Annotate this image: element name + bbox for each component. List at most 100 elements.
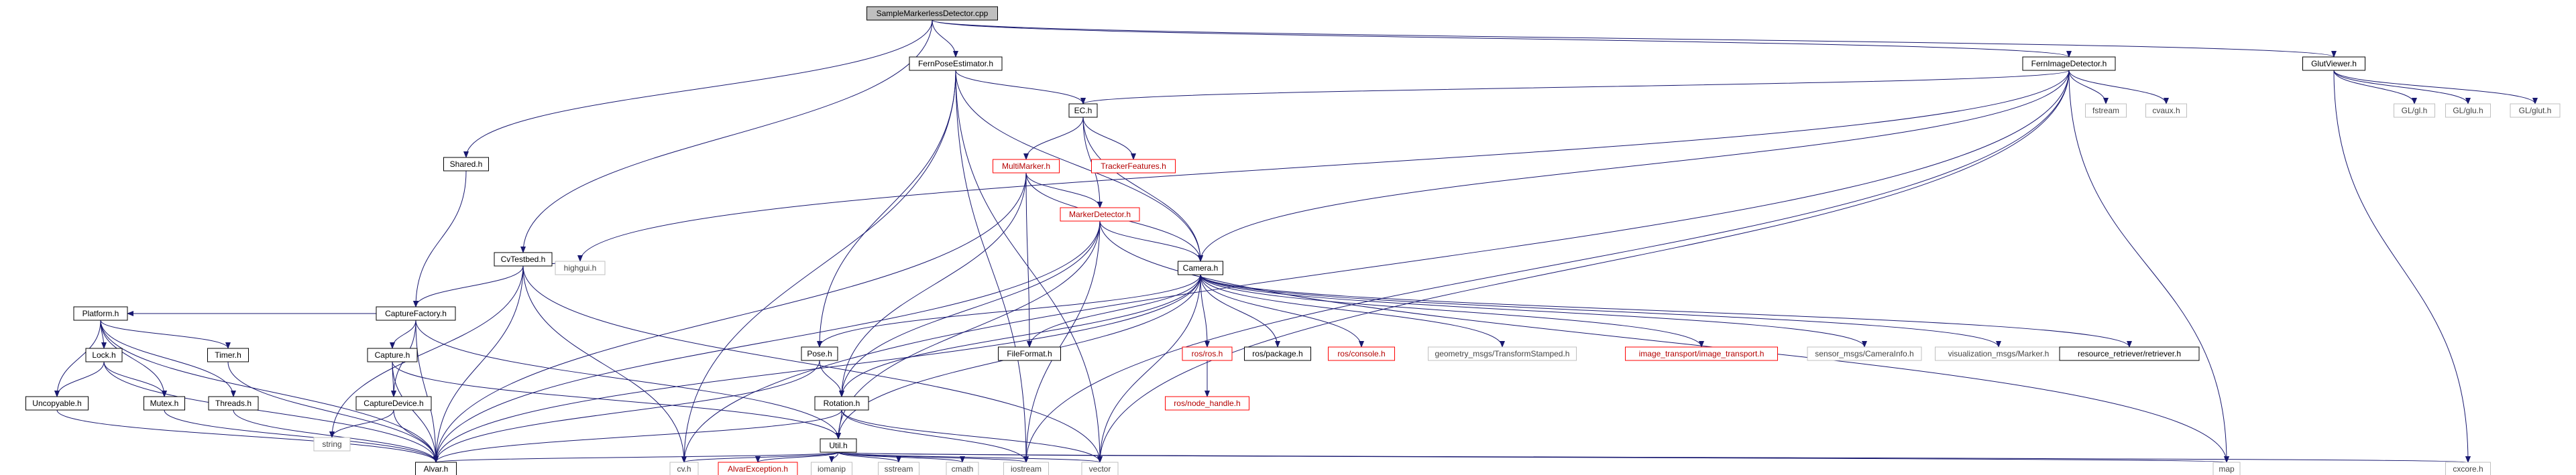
node-lock[interactable]: Lock.h: [85, 348, 123, 362]
node-uncop[interactable]: Uncopyable.h: [25, 396, 89, 411]
node-box: [1068, 103, 1098, 118]
edge-capdev-to-string: [329, 409, 394, 438]
edge-cam-to-ff: [1027, 274, 1201, 348]
node-label: Threads.h: [215, 399, 251, 408]
node-glut[interactable]: GlutViewer.h: [2302, 56, 2365, 71]
node-imgtr[interactable]: image_transport/image_transport.h: [1625, 346, 1778, 361]
node-box: [1060, 207, 1140, 222]
node-md[interactable]: MarkerDetector.h: [1060, 207, 1140, 222]
node-label: iostream: [1011, 464, 1042, 474]
edge-rot-to-vector: [841, 409, 1103, 463]
node-box: [1165, 396, 1249, 411]
node-threads[interactable]: Threads.h: [208, 396, 259, 411]
node-label: Alvar.h: [424, 464, 449, 474]
node-box: [376, 306, 456, 321]
node-label: Capture.h: [375, 350, 410, 360]
node-label: sensor_msgs/CameraInfo.h: [1815, 349, 1913, 358]
node-cvtb[interactable]: CvTestbed.h: [494, 252, 553, 267]
node-label: Platform.h: [82, 309, 119, 318]
node-capdev[interactable]: CaptureDevice.h: [355, 396, 432, 411]
edge-util-to-cmath: [838, 452, 965, 463]
edge-cam-to-alvar: [433, 274, 1201, 463]
edge-mm-to-ff: [1025, 172, 1032, 348]
node-label: MarkerDetector.h: [1069, 210, 1131, 219]
node-box: [909, 56, 1003, 71]
edge-plat-to-timer: [100, 320, 231, 349]
edge-cam-to-vis: [1200, 274, 2001, 348]
node-cam[interactable]: Camera.h: [1178, 261, 1223, 275]
edge-fid-to-vector: [1097, 70, 2070, 463]
edge-md-to-rot: [839, 220, 1101, 397]
edge-cam-to-rot: [839, 274, 1201, 397]
node-alvar[interactable]: Alvar.h: [415, 462, 457, 475]
edge-cam-to-rospkg: [1200, 274, 1280, 348]
node-cmath: cmath: [946, 462, 979, 475]
node-label: cv.h: [677, 464, 691, 474]
node-rr[interactable]: resource_retriever/retriever.h: [2059, 346, 2200, 361]
node-fstream: fstream: [2085, 103, 2127, 118]
edge-pose-to-rot: [819, 360, 844, 397]
node-rosros[interactable]: ros/ros.h: [1182, 346, 1233, 361]
edge-md-to-cam: [1099, 220, 1203, 262]
edge-lock-to-uncop: [54, 361, 105, 397]
node-iostream: iostream: [1003, 462, 1049, 475]
node-highgui: highgui.h: [555, 261, 606, 275]
edge-plat-to-uncop: [54, 320, 101, 397]
edge-cvtb-to-cvh: [522, 265, 687, 463]
node-box: [2213, 462, 2241, 475]
edge-fid-to-iostream: [1023, 70, 2070, 463]
node-label: MultiMarker.h: [1002, 161, 1050, 171]
edge-cam-to-vector: [1097, 274, 1201, 463]
node-label: CvTestbed.h: [501, 255, 546, 264]
edge-ech-to-cam: [1082, 117, 1203, 262]
node-label: string: [322, 439, 341, 449]
edge-cam-to-sensor: [1200, 274, 1867, 348]
node-label: highgui.h: [564, 263, 597, 273]
edge-timer-to-alvar: [227, 361, 439, 463]
node-rospkg[interactable]: ros/package.h: [1244, 346, 1311, 361]
edge-shared-to-cf: [413, 170, 467, 308]
node-cap[interactable]: Capture.h: [367, 348, 418, 362]
node-mutex[interactable]: Mutex.h: [144, 396, 185, 411]
edge-uncop-to-alvar: [56, 409, 439, 463]
node-box: [2022, 56, 2116, 71]
edge-threads-to-alvar: [233, 409, 439, 463]
edge-ech-to-tf: [1082, 117, 1136, 160]
edge-lock-to-mutex: [103, 361, 167, 397]
node-label: image_transport/image_transport.h: [1639, 349, 1765, 358]
node-box: [1625, 346, 1778, 361]
node-map: map: [2213, 462, 2241, 475]
node-nodeh[interactable]: ros/node_handle.h: [1165, 396, 1249, 411]
node-alvarex[interactable]: AlvarException.h: [718, 462, 798, 475]
node-box: [1182, 346, 1233, 361]
node-pose[interactable]: Pose.h: [801, 346, 838, 361]
node-util[interactable]: Util.h: [820, 438, 857, 453]
node-fid[interactable]: FernImageDetector.h: [2022, 56, 2116, 71]
edge-util-to-sstream: [838, 452, 901, 463]
node-box: [355, 396, 432, 411]
node-ff[interactable]: FileFormat.h: [998, 346, 1061, 361]
node-box: [2302, 56, 2365, 71]
node-label: CaptureFactory.h: [385, 309, 447, 318]
node-cf[interactable]: CaptureFactory.h: [376, 306, 456, 321]
node-layer: SampleMarkerlessDetector.cppFernPoseEsti…: [25, 6, 2561, 475]
node-label: ros/node_handle.h: [1174, 399, 1240, 408]
node-shared[interactable]: Shared.h: [443, 157, 489, 172]
edge-ech-to-mm: [1023, 117, 1084, 160]
node-mm[interactable]: MultiMarker.h: [993, 159, 1060, 174]
node-label: Pose.h: [807, 349, 832, 358]
edge-fpe-to-iostream: [955, 70, 1029, 463]
node-rot[interactable]: Rotation.h: [814, 396, 869, 411]
edge-fid-to-cvh: [681, 70, 2070, 463]
node-tf[interactable]: TrackerFeatures.h: [1091, 159, 1176, 174]
node-ech[interactable]: EC.h: [1068, 103, 1098, 118]
node-roscons[interactable]: ros/console.h: [1328, 346, 1395, 361]
node-plat[interactable]: Platform.h: [73, 306, 128, 321]
node-timer[interactable]: Timer.h: [207, 348, 249, 362]
node-box: [443, 157, 489, 172]
edge-root-to-fid: [932, 19, 2072, 58]
node-box: [946, 462, 979, 475]
edge-rot-to-alvar: [433, 409, 842, 463]
node-fpe[interactable]: FernPoseEstimator.h: [909, 56, 1003, 71]
node-box: [2394, 103, 2435, 118]
